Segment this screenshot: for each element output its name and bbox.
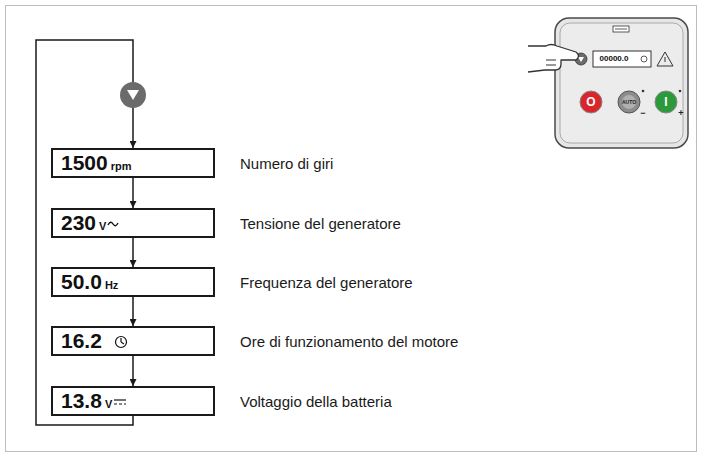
ac-symbol — [107, 219, 119, 229]
plus-sign: + — [678, 109, 683, 118]
description-text: Ore di funzionamento del motore — [240, 334, 458, 349]
start-button-text: I — [664, 96, 667, 108]
unit-text: rpm — [111, 160, 132, 172]
description-text: Voltaggio della batteria — [240, 394, 392, 409]
frame-border — [6, 6, 697, 452]
flow-arrow — [132, 297, 134, 326]
value-box: 50.0Hz — [51, 267, 215, 297]
control-panel — [555, 18, 688, 148]
unit-text: V — [99, 220, 106, 232]
value-box: 230V — [51, 208, 215, 238]
display-readout: 00000.0 — [600, 55, 629, 63]
auto-button-text: AUTO — [622, 100, 636, 105]
unit-text: Hz — [105, 279, 118, 291]
display-value: 230 — [61, 210, 96, 236]
down-triangle — [127, 90, 139, 100]
display-value: 50.0 — [61, 269, 102, 295]
flow-arrow — [132, 356, 134, 386]
display-value: 16.2 — [61, 328, 102, 354]
hand-fingers — [546, 60, 556, 65]
description-text: Frequenza del generatore — [240, 275, 413, 290]
hour-meter-icon — [114, 335, 128, 349]
value-box: 16.2 — [51, 326, 215, 356]
flow-arrow — [132, 238, 134, 267]
unit-text: V — [105, 398, 112, 410]
description-text: Tensione del generatore — [240, 216, 401, 231]
dc-symbol — [113, 398, 127, 406]
display-value: 1500 — [61, 150, 108, 176]
value-box: 13.8V — [51, 386, 215, 416]
scroll-button — [120, 82, 146, 108]
display-value: 13.8 — [61, 388, 102, 414]
flow-arrow — [132, 178, 134, 208]
description-text: Numero di giri — [240, 156, 333, 171]
value-box: 1500rpm — [51, 148, 215, 178]
pointing-hand — [528, 45, 579, 73]
stop-button-text: O — [586, 96, 595, 108]
minus-sign: − — [640, 109, 645, 118]
